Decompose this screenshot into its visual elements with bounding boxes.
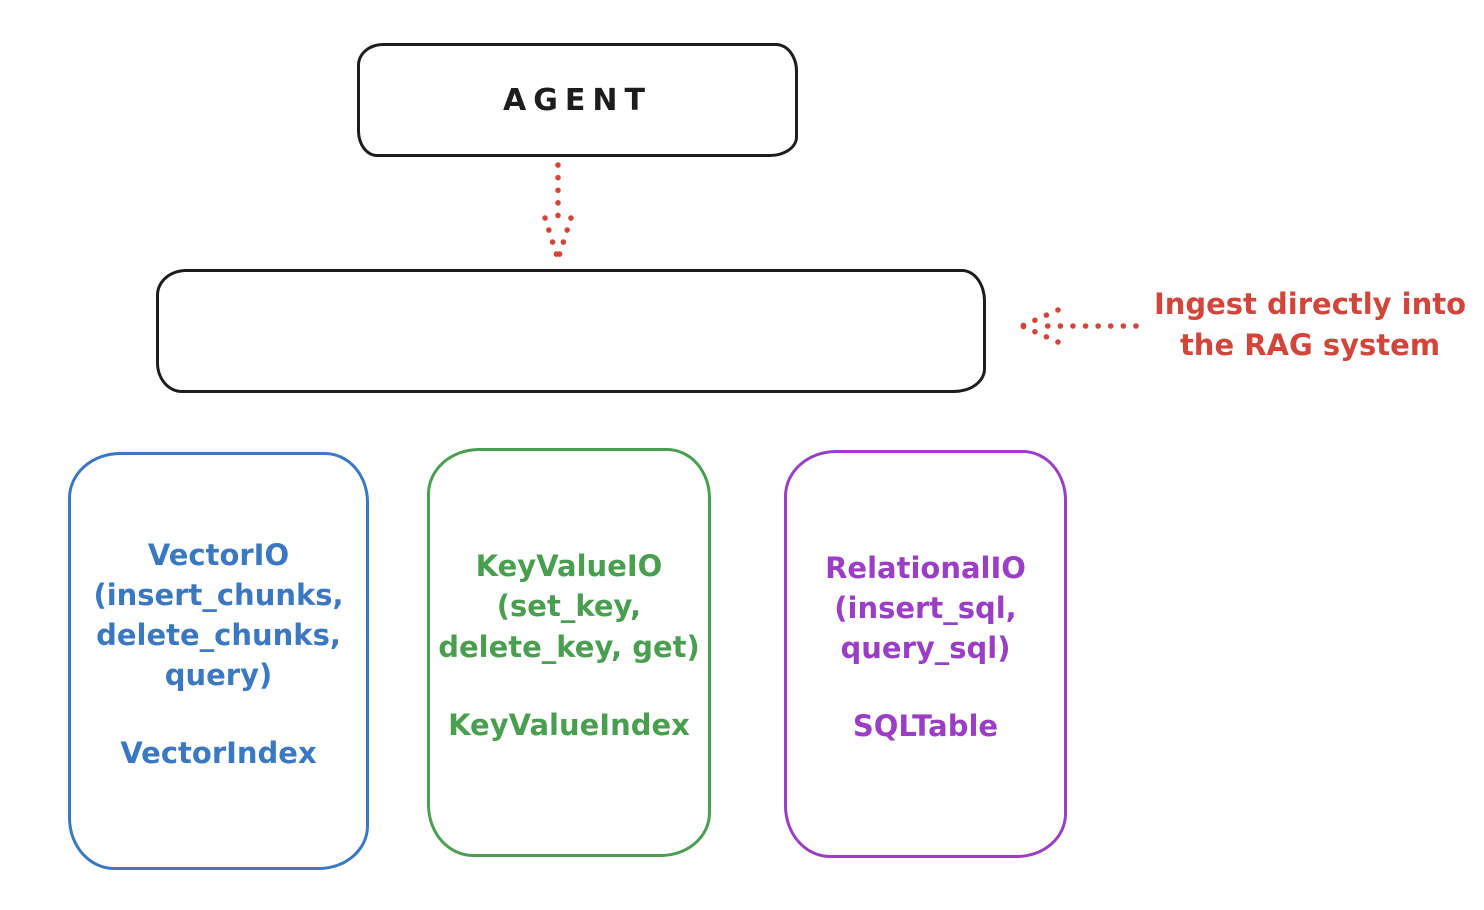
vector-index-label: VectorIndex xyxy=(120,736,317,771)
sql-table-label: SQLTable xyxy=(852,709,999,744)
relational-io-label: RelationalIO (insert_sql, query_sql) xyxy=(825,550,1026,665)
keyvalue-index-label: KeyValueIndex xyxy=(448,707,690,742)
keyvalue-io-label: KeyValueIO (set_key, delete_key, get) xyxy=(438,549,700,664)
agent-box: AGENT xyxy=(357,43,798,157)
keyvalue-io-box: KeyValueIO (set_key, delete_key, get) Ke… xyxy=(427,448,711,857)
relational-io-box: RelationalIO (insert_sql, query_sql) SQL… xyxy=(784,450,1067,858)
vector-io-label: VectorIO (insert_chunks, delete_chunks, … xyxy=(93,537,344,692)
ingest-annotation: Ingest directly into the RAG system xyxy=(1153,287,1467,362)
vector-io-box: VectorIO (insert_chunks, delete_chunks, … xyxy=(68,452,369,870)
agent-to-rag-arrow-icon xyxy=(542,162,574,262)
agent-label: AGENT xyxy=(503,82,652,118)
annotation-to-rag-arrow-icon xyxy=(1019,307,1139,345)
rag-tool-box xyxy=(156,269,986,393)
